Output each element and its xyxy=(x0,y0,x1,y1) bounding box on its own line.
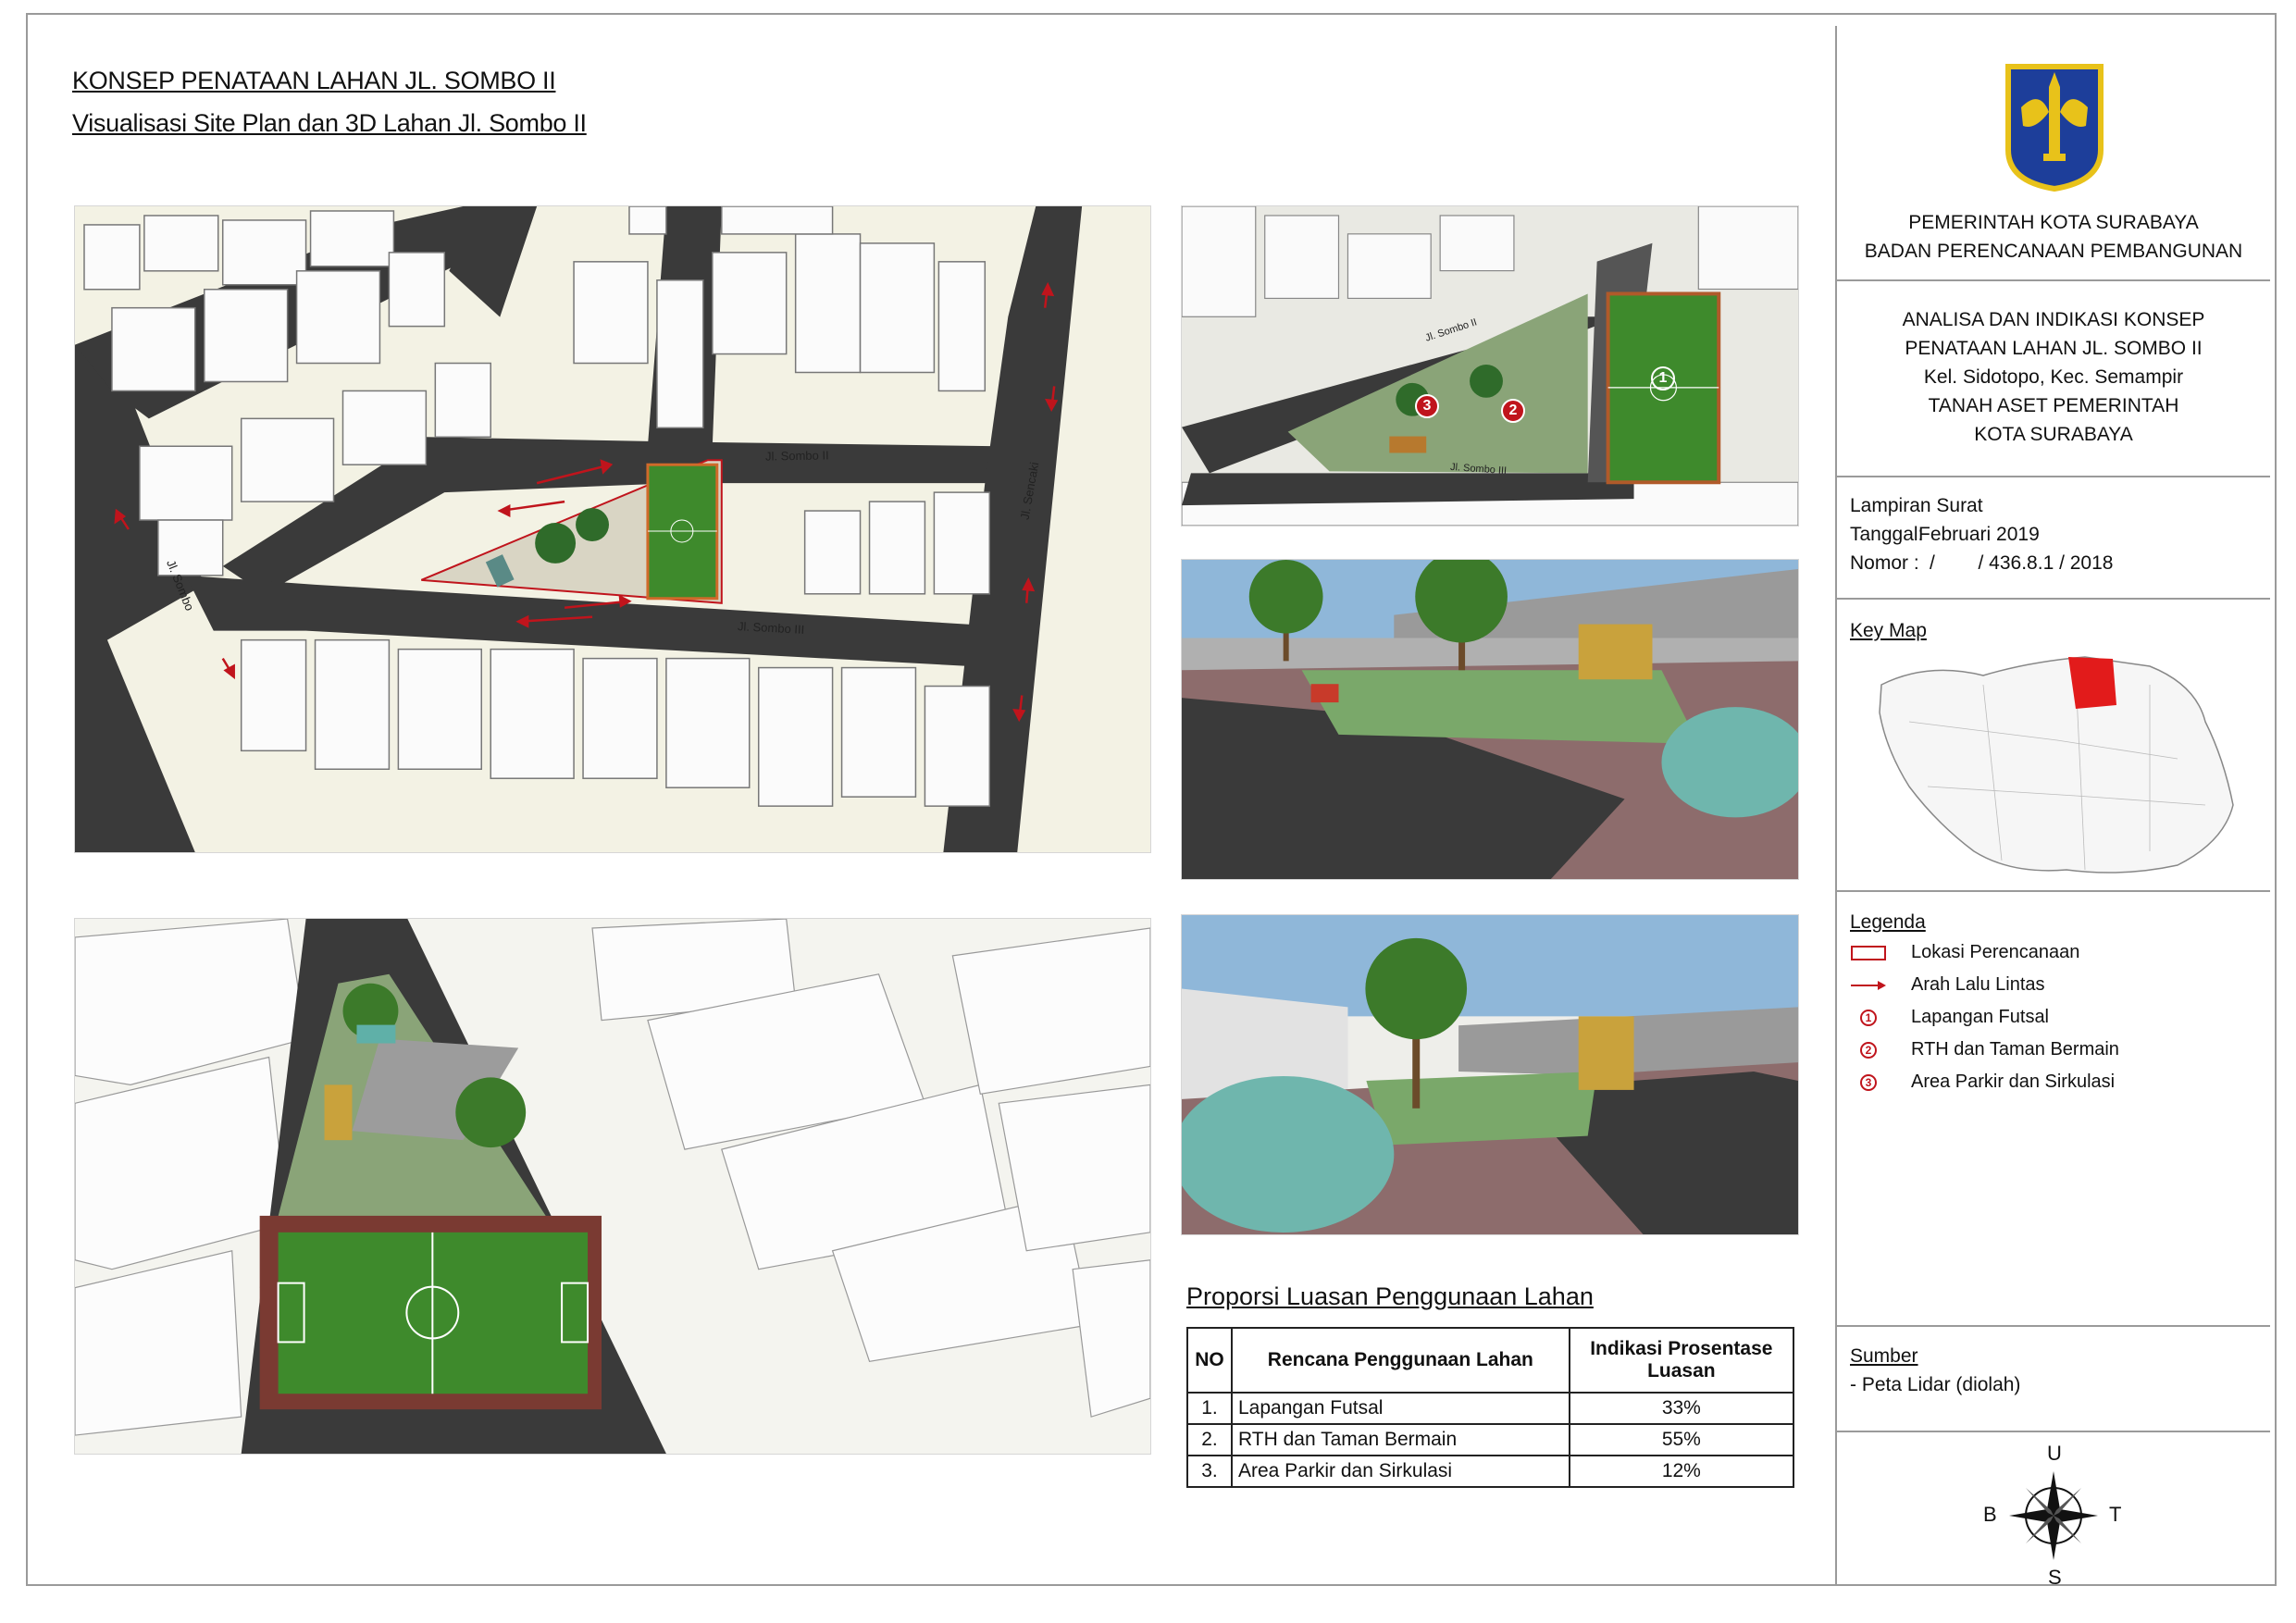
legend-item-lokasi: Lokasi Perencanaan xyxy=(1850,942,2079,963)
proportion-table: NO Rencana Penggunaan Lahan Indikasi Pro… xyxy=(1186,1327,1795,1488)
legend-label: RTH dan Taman Bermain xyxy=(1911,1039,2119,1059)
number-circle-icon: 1 xyxy=(1860,1009,1877,1026)
proportion-title: Proporsi Luasan Penggunaan Lahan xyxy=(1186,1282,1594,1310)
row-use: Lapangan Futsal xyxy=(1230,1392,1570,1425)
legend-item-futsal: 1 Lapangan Futsal xyxy=(1850,1007,2049,1028)
doc-line-2: PENATAAN LAHAN JL. SOMBO II xyxy=(1905,338,2203,359)
aerial-marker-2: 2 xyxy=(1501,399,1525,423)
perspective-drawing-1 xyxy=(1182,560,1798,879)
city-crest-logo xyxy=(2005,64,2104,192)
legend-label: Lokasi Perencanaan xyxy=(1911,942,2080,962)
divider xyxy=(1837,598,2270,600)
sumber-value: - Peta Lidar (diolah) xyxy=(1850,1374,2021,1395)
table-row: 2. RTH dan Taman Bermain 55% xyxy=(1186,1423,1795,1456)
compass-south-label: S xyxy=(2048,1566,2062,1589)
birdseye-drawing xyxy=(75,919,1150,1454)
table-row: 1. Lapangan Futsal 33% xyxy=(1186,1392,1795,1425)
page-title: KONSEP PENATAAN LAHAN JL. SOMBO II xyxy=(72,67,556,94)
legend-item-rth: 2 RTH dan Taman Bermain xyxy=(1850,1039,2119,1060)
doc-line-4: TANAH ASET PEMERINTAH xyxy=(1928,395,2179,416)
doc-line-1: ANALISA DAN INDIKASI KONSEP xyxy=(1902,309,2205,330)
legend-item-arah: Arah Lalu Lintas xyxy=(1850,974,2045,996)
compass-east-label: T xyxy=(2109,1503,2122,1526)
table-header-row: NO Rencana Penggunaan Lahan Indikasi Pro… xyxy=(1186,1327,1795,1394)
row-no: 1. xyxy=(1186,1392,1233,1425)
row-use: Area Parkir dan Sirkulasi xyxy=(1230,1455,1570,1488)
arrow-icon xyxy=(1850,976,1887,995)
aerial-marker-3: 3 xyxy=(1415,394,1439,418)
column-header-use: Rencana Penggunaan Lahan xyxy=(1230,1327,1570,1394)
legend-item-parkir: 3 Area Parkir dan Sirkulasi xyxy=(1850,1072,2115,1093)
agency-line-2: BADAN PERENCANAAN PEMBANGUNAN xyxy=(1864,241,2243,262)
title-block-panel: PEMERINTAH KOTA SURABAYA BADAN PERENCANA… xyxy=(1835,26,2270,1589)
key-map xyxy=(1879,656,2234,873)
page-border xyxy=(26,13,2277,1586)
nomor-value: / / 436.8.1 / 2018 xyxy=(1930,552,2114,574)
doc-line-5: KOTA SURABAYA xyxy=(1974,424,2133,445)
row-no: 3. xyxy=(1186,1455,1233,1488)
agency-line-1: PEMERINTAH KOTA SURABAYA xyxy=(1908,212,2199,233)
legend-label: Area Parkir dan Sirkulasi xyxy=(1911,1072,2116,1092)
siteplan-drawing xyxy=(75,206,1083,852)
table-row: 3. Area Parkir dan Sirkulasi 12% xyxy=(1186,1455,1795,1488)
row-no: 2. xyxy=(1186,1423,1233,1456)
tanggal-label: Tanggal: xyxy=(1850,524,1924,545)
perspective-drawing-2 xyxy=(1182,915,1798,1234)
perspective-render-2 xyxy=(1181,914,1799,1235)
compass-rose-icon xyxy=(2009,1471,2098,1560)
legenda-title: Legenda xyxy=(1850,911,1926,933)
aerial-small-drawing xyxy=(1182,206,1798,526)
compass-north-label: U xyxy=(2047,1442,2062,1465)
tanggal-value: Februari 2019 xyxy=(1918,524,2040,545)
divider xyxy=(1837,890,2270,892)
column-header-percent: Indikasi Prosentase Luasan xyxy=(1568,1327,1795,1394)
row-percent: 33% xyxy=(1568,1392,1795,1425)
rect-outline-icon xyxy=(1850,944,1887,962)
legend-label: Lapangan Futsal xyxy=(1911,1007,2050,1027)
aerial-small-render: Jl. Sombo II Jl. Sombo III 1 2 3 xyxy=(1181,205,1799,527)
legend-label: Arah Lalu Lintas xyxy=(1911,974,2045,995)
row-percent: 55% xyxy=(1568,1423,1795,1456)
number-circle-icon: 2 xyxy=(1860,1041,1877,1059)
nomor-label: Nomor : xyxy=(1850,552,1919,574)
column-header-no: NO xyxy=(1186,1327,1233,1394)
perspective-render-1 xyxy=(1181,559,1799,880)
divider xyxy=(1837,279,2270,281)
street-label-sombo-ii: Jl. Sombo II xyxy=(764,448,829,464)
doc-line-3: Kel. Sidotopo, Kec. Semampir xyxy=(1923,366,2184,388)
aerial-marker-1: 1 xyxy=(1651,366,1675,390)
divider xyxy=(1837,1325,2270,1327)
birdseye-render xyxy=(74,918,1151,1455)
compass-west-label: B xyxy=(1983,1503,1997,1526)
lampiran-label: Lampiran Surat xyxy=(1850,495,1983,516)
number-circle-icon: 3 xyxy=(1860,1073,1877,1091)
divider xyxy=(1837,1431,2270,1432)
page-subtitle: Visualisasi Site Plan dan 3D Lahan Jl. S… xyxy=(72,109,587,137)
row-use: RTH dan Taman Bermain xyxy=(1230,1423,1570,1456)
keymap-title: Key Map xyxy=(1850,620,1927,641)
row-percent: 12% xyxy=(1568,1455,1795,1488)
divider xyxy=(1837,476,2270,477)
sumber-title: Sumber xyxy=(1850,1345,1918,1367)
siteplan-render: Jl. Sombo Jl. Sombo II Jl. Sombo III Jl.… xyxy=(74,205,1151,853)
